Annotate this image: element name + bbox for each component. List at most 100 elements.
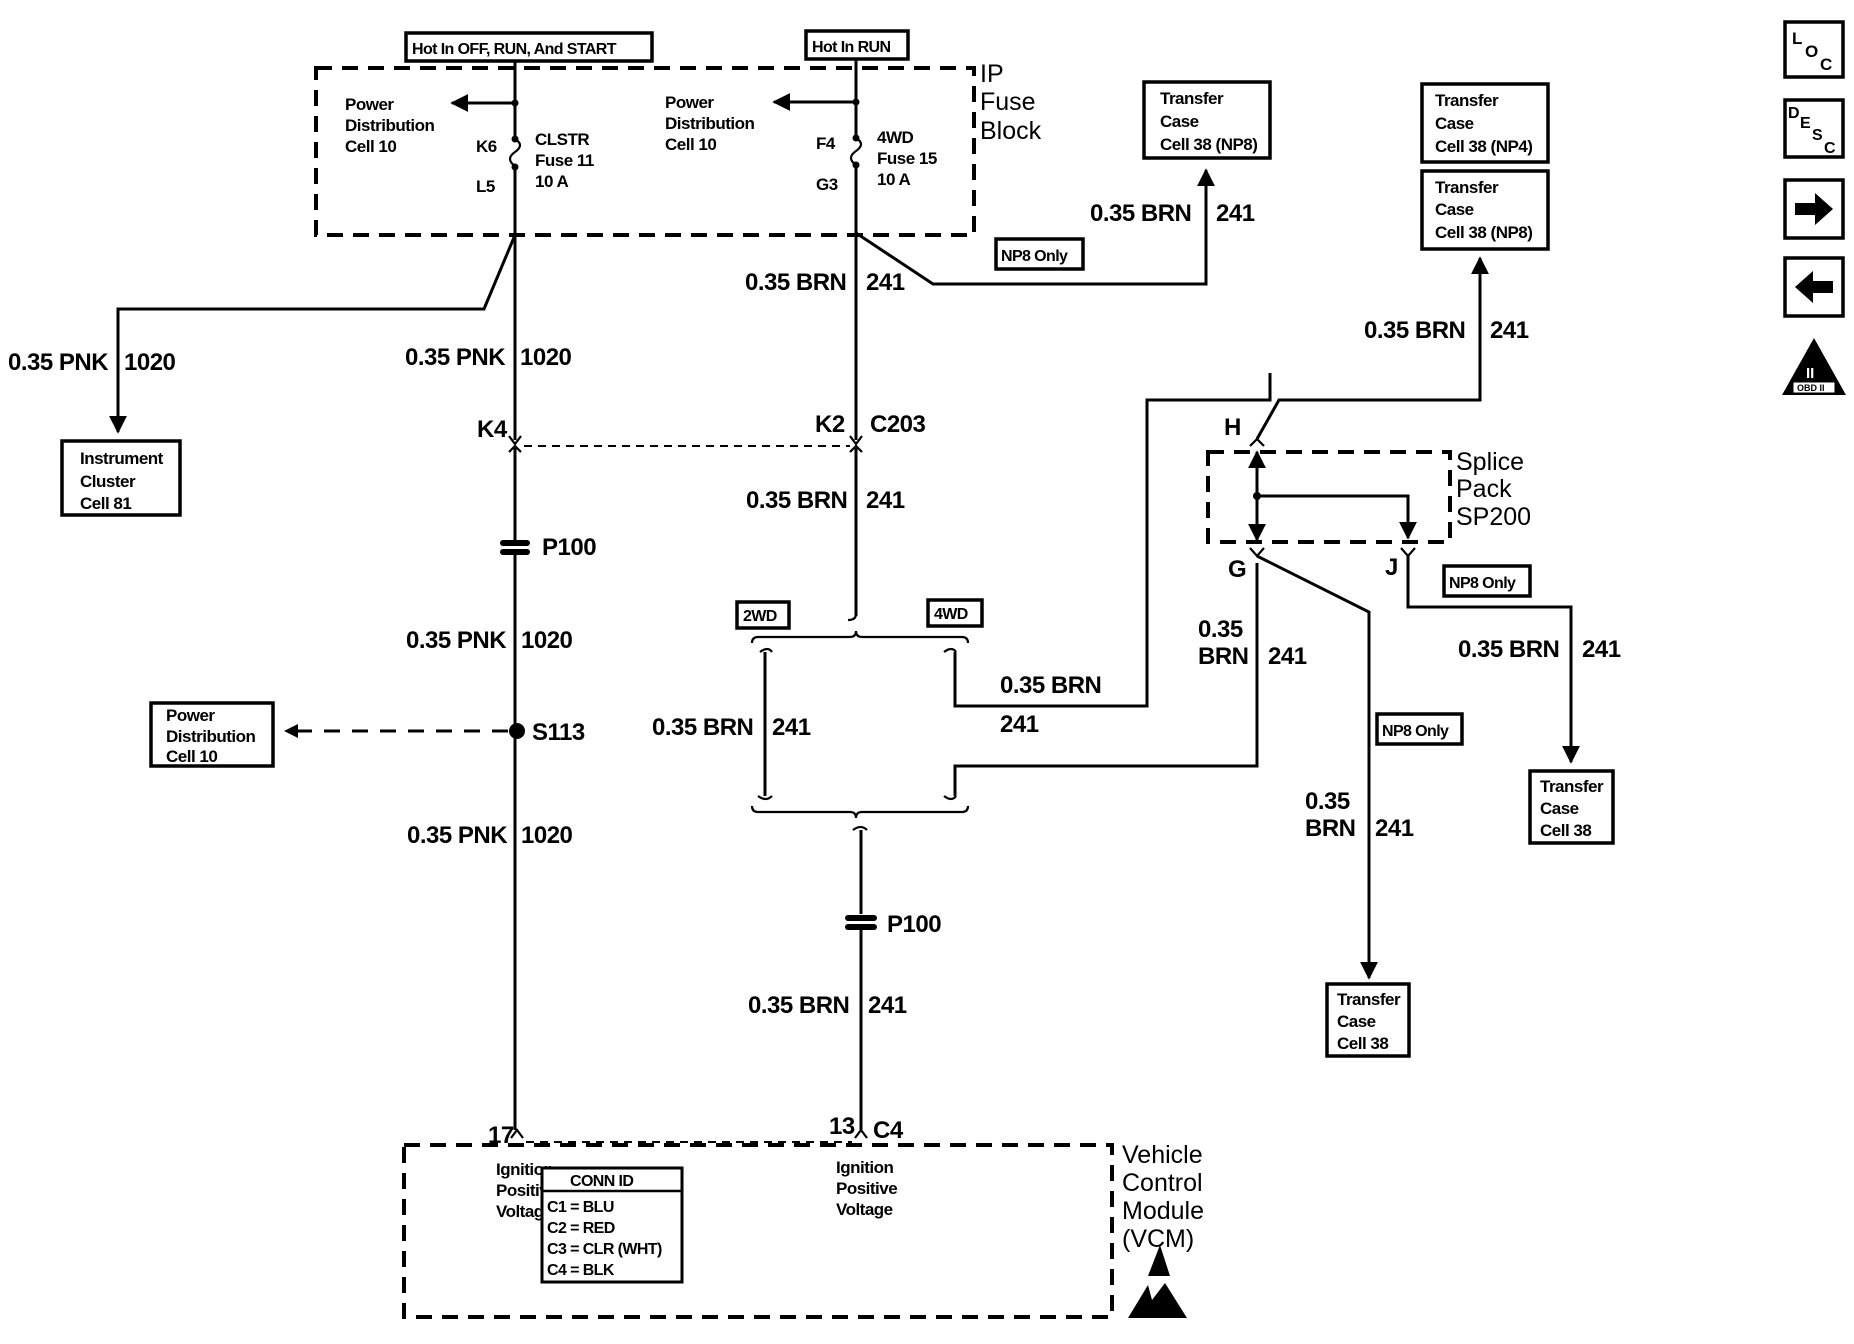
loc-icon[interactable]: L O C (1783, 20, 1845, 79)
splice-pack-sp200: Splice Pack SP200 H 0.35 BRN 241 G J 0.3… (1198, 256, 1621, 980)
next-arrow-icon[interactable] (1783, 178, 1845, 240)
svg-text:Distribution: Distribution (166, 727, 255, 746)
conn-id-table: CONN ID C1 = BLU C2 = RED C3 = CLR (WHT)… (540, 1166, 684, 1284)
svg-text:Instrument: Instrument (80, 449, 164, 468)
svg-text:Splice: Splice (1456, 448, 1524, 476)
fuse-15-4wd: F4 G3 4WD Fuse 15 10 A (816, 128, 937, 194)
instrument-cluster-box[interactable]: Instrument Cluster Cell 81 (60, 439, 182, 517)
svg-text:4WD: 4WD (934, 606, 968, 623)
svg-text:E: E (1800, 115, 1811, 132)
svg-text:C4: C4 (873, 1117, 904, 1144)
svg-text:S: S (1812, 127, 1823, 144)
svg-text:Power: Power (345, 95, 394, 114)
svg-text:4WD: 4WD (877, 128, 914, 147)
ip-fuse-block: IP Fuse Block Power Distribution Cell 10… (314, 59, 1042, 240)
svg-text:241: 241 (1216, 200, 1255, 227)
svg-text:Case: Case (1435, 200, 1474, 219)
svg-text:Ignition: Ignition (496, 1160, 553, 1179)
svg-text:Case: Case (1160, 112, 1199, 131)
svg-text:G3: G3 (816, 175, 838, 194)
svg-text:241: 241 (772, 714, 811, 741)
svg-text:Cell 38 (NP4): Cell 38 (NP4) (1435, 137, 1532, 156)
svg-text:Cell 38: Cell 38 (1540, 821, 1591, 840)
svg-text:0.35 BRN: 0.35 BRN (746, 487, 847, 514)
svg-text:Module: Module (1122, 1197, 1204, 1225)
svg-text:L5: L5 (476, 177, 495, 196)
svg-text:Power: Power (665, 93, 714, 112)
svg-text:C1 = BLU: C1 = BLU (547, 1199, 614, 1216)
svg-text:Transfer: Transfer (1435, 178, 1499, 197)
svg-text:OBD II: OBD II (1797, 383, 1825, 393)
svg-text:Case: Case (1540, 799, 1579, 818)
svg-text:Case: Case (1435, 114, 1474, 133)
circuit-1020-pnk: 0.35 PNK 1020 0.35 PNK 1020 K4 P100 0.35… (8, 234, 850, 1149)
p100-connector-mid: P100 (845, 911, 942, 938)
svg-text:Fuse: Fuse (980, 88, 1036, 116)
obd-ii-icon[interactable]: II OBD II (1782, 338, 1846, 395)
vehicle-control-module: Vehicle Control Module (VCM) Ignition Po… (402, 1141, 1204, 1319)
svg-text:IP: IP (980, 60, 1004, 88)
svg-text:1020: 1020 (124, 349, 176, 376)
svg-text:J: J (1385, 554, 1398, 581)
np8-only-label-top: NP8 Only (994, 237, 1085, 271)
svg-text:241: 241 (1000, 711, 1039, 738)
svg-text:C3 = CLR (WHT): C3 = CLR (WHT) (547, 1241, 662, 1258)
circuit-241-brn-main: 0.35 BRN 241 0.35 BRN 241 K2 C203 0.35 B… (526, 165, 1272, 1144)
np8-only-label-g: NP8 Only (1375, 712, 1464, 746)
svg-text:NP8 Only: NP8 Only (1382, 723, 1449, 740)
svg-text:Power: Power (166, 706, 215, 725)
svg-text:241: 241 (868, 992, 907, 1019)
svg-text:K6: K6 (476, 137, 497, 156)
svg-text:Case: Case (1337, 1012, 1376, 1031)
option-4wd-label: 4WD (926, 598, 984, 628)
svg-text:Voltage: Voltage (496, 1202, 553, 1221)
transfer-case-right-box[interactable]: Transfer Case Cell 38 (1528, 769, 1615, 845)
svg-text:K2: K2 (815, 411, 845, 438)
svg-text:0.35 BRN: 0.35 BRN (1458, 636, 1559, 663)
svg-text:Cluster: Cluster (80, 472, 136, 491)
svg-text:F4: F4 (816, 134, 836, 153)
svg-text:Hot In RUN: Hot In RUN (812, 39, 890, 56)
svg-text:0.35 BRN: 0.35 BRN (652, 714, 753, 741)
svg-text:Cell 38: Cell 38 (1337, 1034, 1388, 1053)
svg-text:Cell 38 (NP8): Cell 38 (NP8) (1160, 135, 1257, 154)
svg-text:Cell 10: Cell 10 (166, 747, 217, 766)
transfer-case-np8-right-box[interactable]: Transfer Case Cell 38 (NP8) (1420, 169, 1550, 251)
transfer-case-bottom-box[interactable]: Transfer Case Cell 38 (1325, 982, 1411, 1058)
svg-text:C: C (1824, 140, 1836, 157)
svg-text:Cell 38 (NP8): Cell 38 (NP8) (1435, 223, 1532, 242)
svg-text:Distribution: Distribution (665, 114, 754, 133)
svg-text:Cell 10: Cell 10 (665, 135, 716, 154)
transfer-case-np8-top-box[interactable]: Transfer Case Cell 38 (NP8) (1142, 80, 1272, 160)
s113-splice (509, 723, 525, 739)
svg-text:Pack: Pack (1456, 475, 1512, 503)
option-2wd-label: 2WD (735, 600, 791, 630)
svg-text:Transfer: Transfer (1337, 990, 1401, 1009)
prev-arrow-icon[interactable] (1783, 256, 1845, 318)
svg-text:Fuse 15: Fuse 15 (877, 149, 937, 168)
svg-text:C4 = BLK: C4 = BLK (547, 1262, 615, 1279)
svg-text:0.35: 0.35 (1198, 616, 1243, 643)
p100-connector-left: P100 (500, 534, 597, 561)
transfer-case-np4-box[interactable]: Transfer Case Cell 38 (NP4) (1420, 82, 1550, 164)
svg-text:P100: P100 (887, 911, 941, 938)
svg-text:13: 13 (829, 1113, 855, 1140)
hot-in-run-label: Hot In RUN (804, 29, 910, 61)
desc-icon[interactable]: D E S C (1783, 98, 1845, 159)
svg-text:0.35: 0.35 (1305, 788, 1350, 815)
svg-text:241: 241 (1490, 317, 1529, 344)
svg-text:O: O (1805, 42, 1818, 61)
power-distribution-box[interactable]: Power Distribution Cell 10 (149, 701, 275, 768)
svg-text:1020: 1020 (521, 627, 573, 654)
svg-text:Hot In OFF, RUN, And START: Hot In OFF, RUN, And START (412, 41, 617, 58)
svg-text:C2 = RED: C2 = RED (547, 1220, 615, 1237)
svg-text:0.35 PNK: 0.35 PNK (8, 349, 109, 376)
esd-warning-icon (1128, 1245, 1187, 1318)
svg-text:BRN: BRN (1305, 815, 1356, 842)
svg-text:241: 241 (1582, 636, 1621, 663)
svg-text:241: 241 (1268, 643, 1307, 670)
svg-text:G: G (1228, 556, 1246, 583)
svg-text:Ignition: Ignition (836, 1158, 893, 1177)
svg-text:NP8 Only: NP8 Only (1449, 575, 1516, 592)
